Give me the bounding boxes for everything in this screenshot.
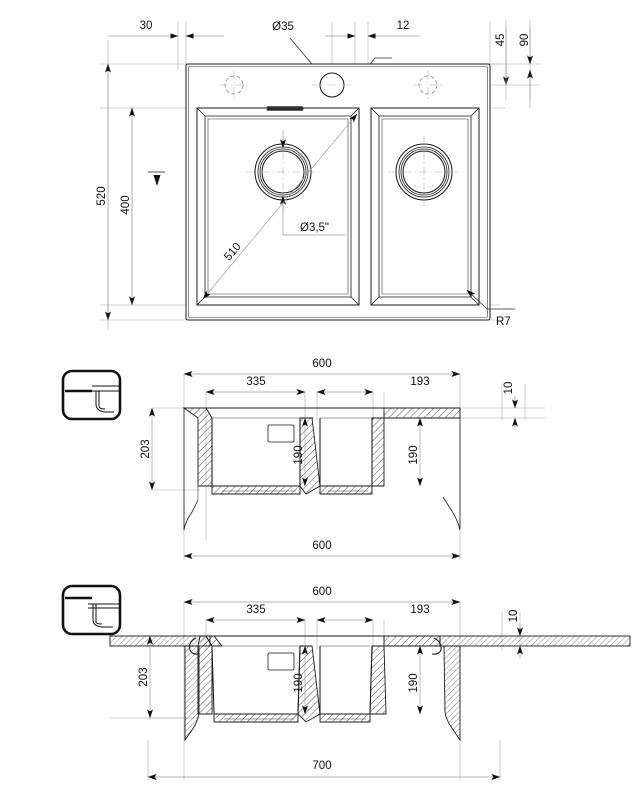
flush-mount-icon bbox=[61, 369, 122, 421]
dim-400: 400 bbox=[120, 107, 135, 306]
mounting-hole-left bbox=[220, 71, 248, 99]
countertop-slab bbox=[109, 635, 631, 647]
overflow-slot-bot bbox=[267, 652, 295, 671]
undermount-icon bbox=[61, 584, 122, 636]
dim-12: 12 bbox=[325, 20, 420, 39]
dim-mid-600-bottom: 600 bbox=[183, 540, 461, 559]
mounting-hole-right bbox=[414, 71, 442, 99]
dim-label-bot-190-right: 190 bbox=[408, 673, 420, 692]
dim-label-bot-335: 335 bbox=[246, 604, 265, 616]
dim-label-R7: R7 bbox=[496, 316, 511, 328]
right-bowl-top bbox=[370, 107, 480, 306]
dim-30: 30 bbox=[108, 20, 224, 39]
dim-label-mid-10: 10 bbox=[503, 382, 515, 395]
dim-bot-190-right: 190 bbox=[408, 645, 423, 715]
dim-mid-190-right: 190 bbox=[408, 417, 423, 487]
dim-bot-190-left: 190 bbox=[293, 645, 308, 715]
dim-label-520: 520 bbox=[96, 186, 108, 205]
overflow-slot-mid bbox=[267, 424, 295, 443]
dim-label-bot-193: 193 bbox=[410, 604, 429, 616]
bottom-section-group: 600 335 193 10 203 bbox=[61, 584, 631, 780]
top-view-group: 30 Ø35 12 45 bbox=[96, 20, 540, 330]
dim-mid-203: 203 bbox=[140, 407, 155, 491]
dim-label-12: 12 bbox=[397, 20, 410, 32]
dim-label-mid-335: 335 bbox=[246, 376, 265, 388]
dim-mid-600-top: 600 bbox=[183, 358, 461, 377]
left-bowl-top bbox=[196, 106, 360, 306]
dim-label-mid-600-bottom: 600 bbox=[312, 540, 331, 552]
dim-label-45: 45 bbox=[495, 34, 507, 47]
dim-label-bot-600-top: 600 bbox=[312, 586, 331, 598]
dim-label-mid-193: 193 bbox=[410, 376, 429, 388]
dim-label-bot-203: 203 bbox=[138, 667, 150, 686]
dim-label-drain: Ø3,5" bbox=[300, 222, 329, 234]
dim-label-90: 90 bbox=[519, 34, 531, 47]
tap-hole bbox=[312, 72, 352, 98]
dim-bot-203: 203 bbox=[138, 635, 153, 719]
dim-label-bot-700: 700 bbox=[312, 760, 331, 772]
dim-45: 45 bbox=[495, 26, 509, 86]
dim-mid-193: 193 bbox=[316, 376, 430, 395]
dim-label-bot-190-left: 190 bbox=[293, 673, 305, 692]
mid-section-body bbox=[182, 407, 461, 531]
dim-mid-190-left: 190 bbox=[293, 417, 308, 487]
drain-right bbox=[388, 136, 461, 208]
dim-bot-700: 700 bbox=[147, 740, 501, 780]
dim-mid-335: 335 bbox=[205, 376, 306, 395]
dim-tick-marker bbox=[148, 171, 165, 186]
dim-bot-193: 193 bbox=[316, 604, 430, 623]
dim-label-mid-600-top: 600 bbox=[312, 358, 331, 370]
dim-label-mid-203: 203 bbox=[140, 439, 152, 458]
dim-bot-600-top: 600 bbox=[183, 586, 461, 605]
dim-label-400: 400 bbox=[120, 195, 132, 214]
dim-mid-10: 10 bbox=[503, 382, 518, 430]
dim-bot-335: 335 bbox=[205, 604, 306, 623]
dim-90: 90 bbox=[519, 26, 533, 108]
dim-520: 520 bbox=[96, 63, 111, 321]
dim-label-tap-hole: Ø35 bbox=[272, 21, 294, 33]
dim-label-mid-190-right: 190 bbox=[408, 445, 420, 464]
dim-bot-10: 10 bbox=[508, 610, 523, 658]
dim-label-mid-190-left: 190 bbox=[293, 445, 305, 464]
dim-label-bot-10: 10 bbox=[508, 610, 520, 623]
dim-label-30: 30 bbox=[140, 20, 153, 32]
middle-section-group: 600 335 193 10 203 bbox=[61, 358, 545, 560]
bot-section-body bbox=[184, 635, 461, 742]
dim-R7: R7 bbox=[466, 289, 515, 328]
